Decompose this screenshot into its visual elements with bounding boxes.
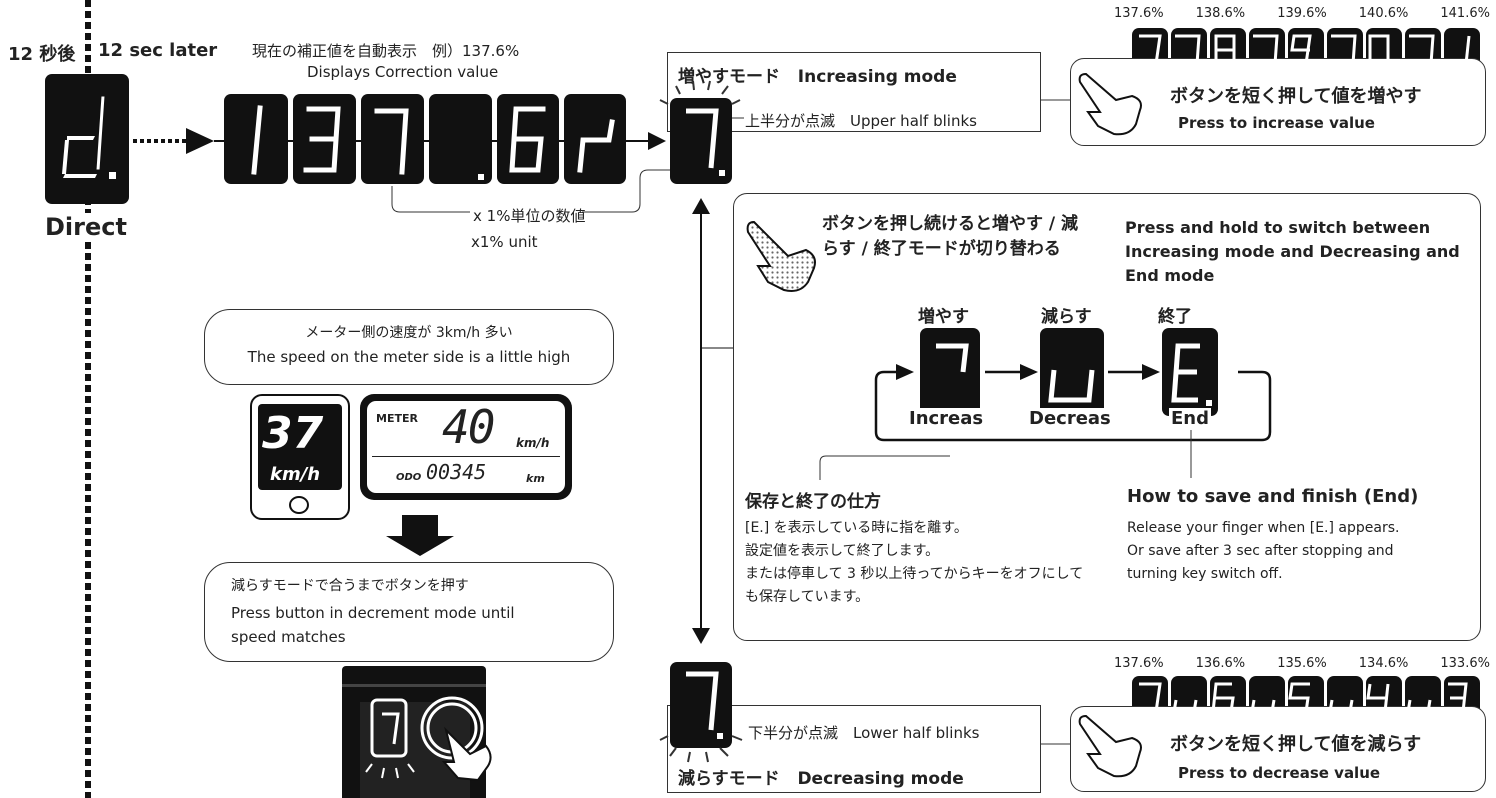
increase-blink-text: 上半分が点滅 Upper half blinks (745, 112, 977, 130)
down-arrow (386, 515, 454, 556)
meter-device: METER 40 km/h ODO 00345 km (360, 394, 572, 500)
increase-value: 139.6% (1277, 6, 1327, 21)
save-title-en: How to save and finish (End) (1127, 486, 1419, 507)
meter-bubble-ja: メーター側の速度が 3km/h 多い (305, 325, 513, 341)
unit-label-en: x1% unit (471, 233, 538, 251)
digit-tile-end (564, 94, 626, 184)
mode-label-increase-ja: 増やす (918, 307, 969, 327)
increase-value: 141.6% (1440, 6, 1490, 21)
gps-home-button (289, 496, 309, 514)
decrease-title-ja: 減らすモード (678, 769, 780, 789)
decrease-mode-display (670, 662, 732, 748)
increase-value-list: 137.6% 138.6% 139.6% 140.6% 141.6% (1114, 6, 1490, 21)
after-label-en: 12 sec later (98, 40, 218, 61)
save-title-ja: 保存と終了の仕方 (745, 492, 881, 512)
increase-press-ja: ボタンを短く押して値を増やす (1170, 86, 1422, 107)
gps-speed: 37 (262, 408, 324, 459)
decrease-title-en: Decreasing mode (797, 769, 964, 789)
decrease-value: 133.6% (1440, 656, 1490, 671)
odo-unit: km (526, 472, 545, 485)
decrease-value-list: 137.6% 136.6% 135.6% 134.6% 133.6% (1114, 656, 1490, 671)
mode-end-display (1162, 328, 1218, 416)
mode-label-end-en: End (1169, 408, 1211, 429)
decrease-blink-text: 下半分が点滅 Lower half blinks (748, 724, 980, 742)
decrease-press-ja: ボタンを短く押して値を減らす (1170, 734, 1422, 755)
save-text-ja: [E.] を表示している時に指を離す。 設定値を表示して終了します。 または停車… (745, 520, 1084, 605)
meter-bubble-en: The speed on the meter side is a little … (247, 348, 571, 366)
mode-increase-display (920, 328, 980, 416)
after-label-ja: 12 秒後 (8, 40, 78, 66)
meter-label: METER (376, 412, 418, 425)
action-text-en: Press button in decrement mode until spe… (231, 604, 515, 646)
mode-label-end-ja: 終了 (1158, 307, 1192, 327)
increase-mode-display (670, 98, 732, 184)
mode-decrease-display (1040, 328, 1104, 416)
arrow-head (648, 132, 666, 150)
decrease-value: 137.6% (1114, 656, 1164, 671)
dotted-divider (85, 0, 91, 798)
arrow-head (186, 128, 214, 154)
mode-label-increase-en: Increas (907, 408, 986, 429)
increase-title-en: Increasing mode (797, 67, 957, 87)
mode-label-decrease-en: Decreas (1027, 408, 1113, 429)
gps-device: 37 km/h (250, 394, 350, 520)
hold-text-en: Press and hold to switch between Increas… (1125, 218, 1460, 285)
digit-tile-3 (293, 94, 356, 184)
action-speech-bubble: 減らすモードで合うまでボタンを押す Press button in decrem… (204, 562, 614, 662)
unit-label-ja: x 1%単位の数値 (471, 205, 588, 226)
direct-display (45, 74, 129, 204)
direct-label: Direct (45, 213, 127, 241)
meter-speed: 40 (442, 400, 495, 454)
increase-value: 138.6% (1195, 6, 1246, 21)
save-text-en: Release your finger when [E.] appears. O… (1127, 520, 1400, 582)
decrease-press-en: Press to decrease value (1178, 764, 1381, 782)
digit-tile-6 (497, 94, 559, 184)
digit-tile-1 (224, 94, 288, 184)
meter-unit: km/h (516, 436, 550, 450)
increase-press-en: Press to increase value (1178, 114, 1375, 132)
decrease-value: 135.6% (1277, 656, 1327, 671)
meter-speech-bubble: メーター側の速度が 3km/h 多い The speed on the mete… (204, 309, 614, 385)
odo-value: 00345 (426, 460, 487, 484)
mode-label-decrease-ja: 減らす (1041, 307, 1092, 327)
odo-label: ODO (396, 472, 422, 483)
decrease-value: 136.6% (1195, 656, 1246, 671)
increase-value: 140.6% (1358, 6, 1409, 21)
gps-unit: km/h (270, 464, 321, 485)
increase-value: 137.6% (1114, 6, 1164, 21)
decrease-value: 134.6% (1358, 656, 1409, 671)
increase-title: 増やすモード Increasing mode (678, 62, 957, 87)
increase-title-ja: 増やすモード (678, 67, 780, 87)
correction-desc-en: Displays Correction value (307, 63, 499, 81)
button-device (342, 666, 486, 798)
action-text-ja: 減らすモードで合うまでボタンを押す (231, 578, 469, 594)
correction-desc-ja: 現在の補正値を自動表示 例）137.6% (252, 42, 520, 60)
digit-tile-7 (361, 94, 424, 184)
decrease-title: 減らすモード Decreasing mode (678, 764, 964, 789)
hold-text-ja: ボタンを押し続けると増やす / 減らす / 終了モードが切り替わる (822, 214, 1079, 259)
digit-tile-blank (429, 94, 492, 184)
